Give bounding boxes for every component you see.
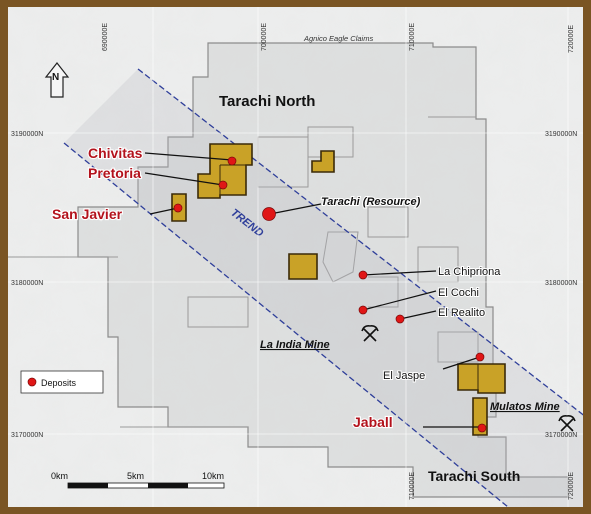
deposit-label-chivitas: Chivitas	[88, 145, 143, 161]
legend: Deposits	[20, 370, 104, 394]
deposit-label-tarachi: Tarachi (Resource)	[321, 196, 421, 208]
deposit-marker-tarachi[interactable]	[262, 207, 276, 221]
claim-boundary	[77, 42, 569, 498]
scale-bar: 0km 5km 10km	[51, 471, 225, 489]
easting-label-top: 690000E	[102, 23, 109, 51]
trend-line-lower	[63, 142, 509, 507]
agnico-eagle-claims-label: Agnico Eagle Claims	[303, 34, 373, 43]
deposit-marker-pretoria[interactable]	[218, 180, 228, 190]
northing-label-left: 3190000N	[11, 131, 43, 138]
scale-label: 0km	[51, 471, 68, 481]
leader-lines	[144, 152, 481, 428]
scale-label: 10km	[202, 471, 224, 481]
legend-deposit-icon	[27, 377, 37, 387]
easting-label-bottom: 720000E	[568, 472, 575, 500]
map-canvas: TREND 690000E 700000E 710000E 720000E 71…	[8, 7, 583, 507]
deposit-label-san-javier: San Javier	[52, 206, 123, 222]
northing-label-left: 3180000N	[11, 280, 43, 287]
easting-label-top: 710000E	[409, 23, 416, 51]
deposit-label-el-jaspe: El Jaspe	[383, 370, 425, 382]
map-svg: TREND 690000E 700000E 710000E 720000E 71…	[8, 7, 583, 507]
northing-label-right: 3170000N	[545, 432, 577, 439]
easting-label-bottom: 710000E	[409, 472, 416, 500]
svg-text:N: N	[52, 72, 59, 83]
deposit-label-el-realito: El Realito	[438, 307, 485, 319]
claim-north-small	[311, 150, 335, 173]
deposit-markers	[173, 156, 487, 433]
deposit-label-el-cochi: El Cochi	[438, 287, 479, 299]
claim-central	[288, 253, 318, 280]
north-arrow-icon: N	[44, 62, 70, 98]
deposit-marker-chivitas[interactable]	[227, 156, 237, 166]
deposit-marker-el-jaspe[interactable]	[475, 352, 485, 362]
deposit-label-la-chipriona: La Chipriona	[438, 266, 501, 278]
trend-line-upper	[137, 68, 583, 416]
easting-label-top: 720000E	[568, 25, 575, 53]
mine-label-la-india: La India Mine	[260, 339, 330, 351]
northing-label-left: 3170000N	[11, 432, 43, 439]
deposit-marker-la-chipriona[interactable]	[358, 270, 368, 280]
northing-label-right: 3190000N	[545, 131, 577, 138]
easting-label-top: 700000E	[261, 23, 268, 51]
northing-label-right: 3180000N	[545, 280, 577, 287]
deposit-label-pretoria: Pretoria	[88, 165, 141, 181]
mine-pickaxe-icon	[558, 415, 576, 432]
deposit-marker-jaball[interactable]	[477, 423, 487, 433]
scale-label: 5km	[127, 471, 144, 481]
mine-pickaxe-icon	[361, 325, 379, 342]
legend-deposits-label: Deposits	[41, 378, 77, 388]
region-label-south: Tarachi South	[428, 468, 520, 484]
deposit-marker-el-realito[interactable]	[395, 314, 405, 324]
claim-south-east	[457, 363, 506, 394]
deposit-marker-el-cochi[interactable]	[358, 305, 368, 315]
deposit-label-jaball: Jaball	[353, 414, 393, 430]
deposit-marker-san-javier[interactable]	[173, 203, 183, 213]
region-label-north: Tarachi North	[219, 93, 315, 110]
mine-label-mulatos: Mulatos Mine	[490, 401, 560, 413]
trend-band	[63, 68, 583, 507]
